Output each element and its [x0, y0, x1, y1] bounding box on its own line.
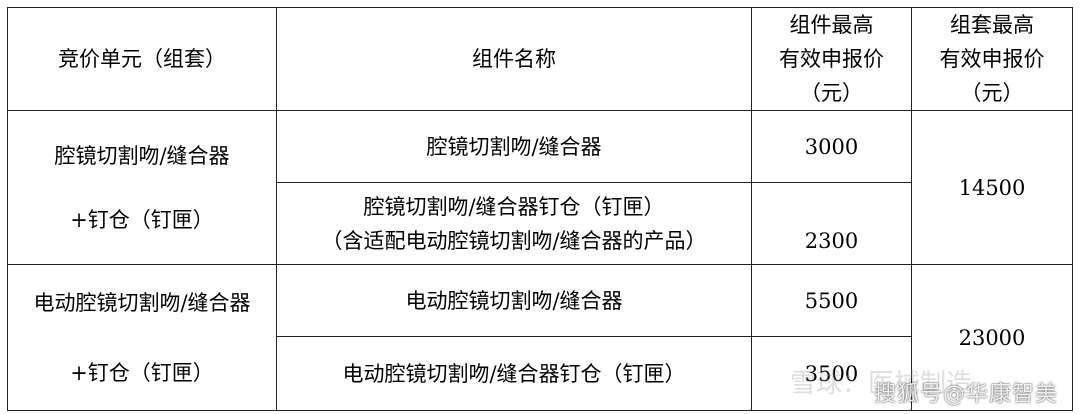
header-component-name: 组件名称: [276, 7, 752, 111]
component-name: 电动腔镜切割吻/缝合器钉仓（钉匣）: [276, 336, 752, 411]
header-component-max-price: 组件最高 有效申报价 （元）: [751, 7, 912, 111]
component-price: 2300: [751, 182, 912, 265]
component-price: 3000: [751, 110, 912, 183]
header-row: 竞价单元（组套） 组件名称 组件最高 有效申报价 （元） 组套最高 有效申报价 …: [7, 7, 1073, 111]
component-name: 腔镜切割吻/缝合器钉仓（钉匣） （含适配电动腔镜切割吻/缝合器的产品）: [276, 182, 752, 265]
unit-name-2: 电动腔镜切割吻/缝合器 +钉仓（钉匣）: [7, 264, 277, 411]
component-price: 5500: [751, 264, 912, 337]
unit-name-1: 腔镜切割吻/缝合器 +钉仓（钉匣）: [7, 110, 277, 265]
set-price-2: 23000: [911, 264, 1073, 411]
price-table: 竞价单元（组套） 组件名称 组件最高 有效申报价 （元） 组套最高 有效申报价 …: [7, 7, 1073, 411]
sohu-watermark: 搜狐号@华康智美: [873, 382, 1058, 407]
table-row: 电动腔镜切割吻/缝合器 +钉仓（钉匣） 电动腔镜切割吻/缝合器 5500 230…: [7, 264, 1073, 411]
component-name: 腔镜切割吻/缝合器: [276, 110, 752, 183]
table-row: 电动腔镜切割吻/缝合器钉仓（钉匣） 3500: [8, 336, 1073, 411]
table-row: 腔镜切割吻/缝合器 +钉仓（钉匣） 腔镜切割吻/缝合器 3000 14500: [7, 110, 1073, 265]
header-set-max-price: 组套最高 有效申报价 （元）: [911, 7, 1073, 111]
component-name: 电动腔镜切割吻/缝合器: [276, 264, 752, 337]
xueqiu-watermark: 雪球：医械制造: [790, 369, 973, 399]
component-price: 3500: [751, 336, 912, 411]
set-price-1: 14500: [911, 110, 1073, 265]
header-bidding-unit: 竞价单元（组套）: [7, 7, 277, 111]
